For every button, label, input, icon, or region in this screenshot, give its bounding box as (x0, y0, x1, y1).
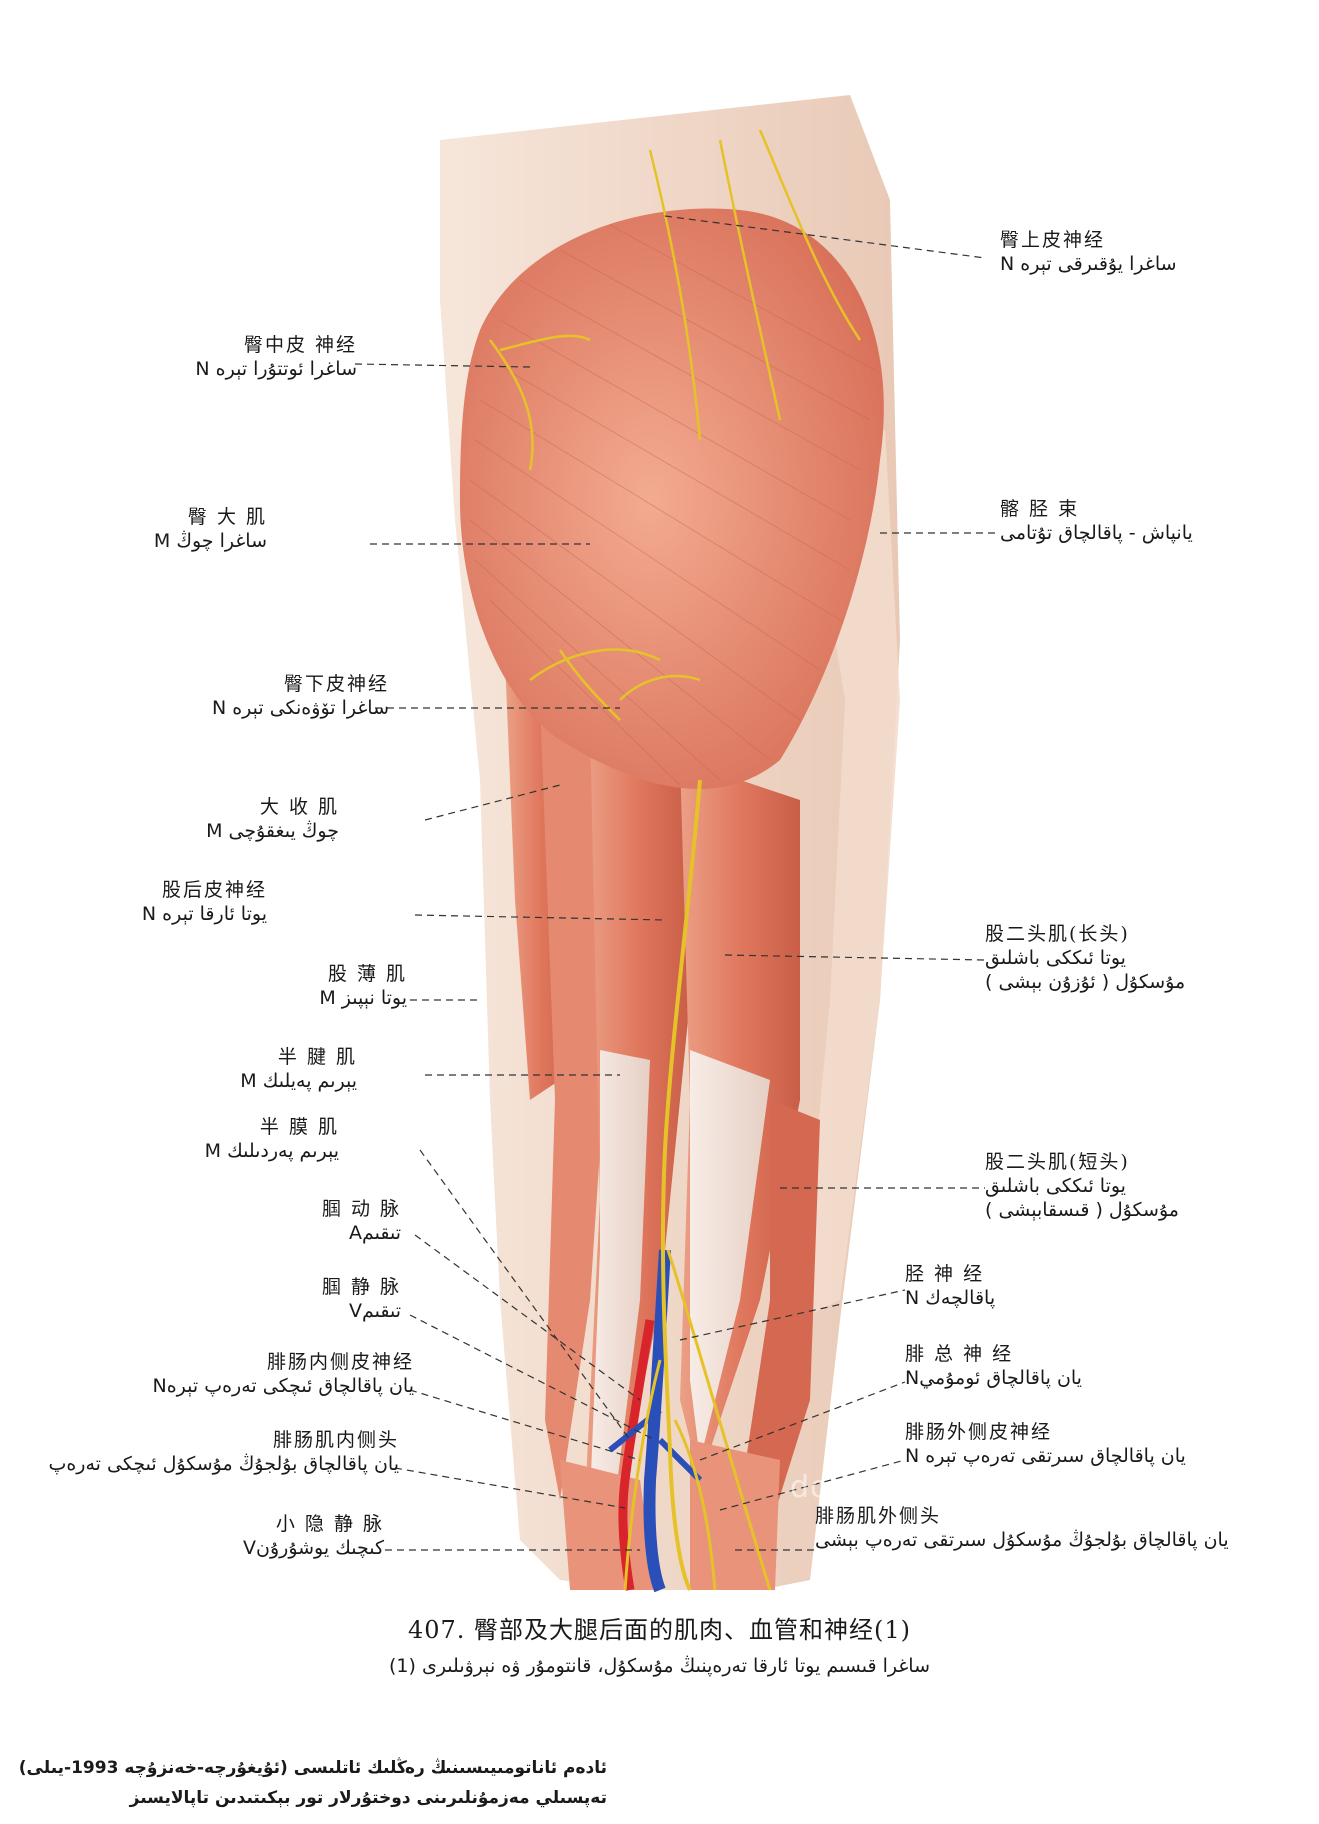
figure-title: 407. 臀部及大腿后面的肌肉、血管和神经(1) (407, 1616, 912, 1644)
label-gastrocnemius-medial-head: 腓肠肌内侧头 يان پاقالچاق بۇلجۇڭ مۇسكۇل ئىچكى … (48, 1429, 399, 1475)
figure-subtitle: ساغرا قىسىم يوتا ئارقا تەرەپنىڭ مۇسكۇل، … (388, 1655, 931, 1677)
label-biceps-femoris-short-head: 股二头肌(短头) يوتا ئىككى باشلىق مۇسكۇل ( قىسق… (985, 1151, 1179, 1221)
watermark: dohturlar.com (790, 1470, 1013, 1505)
popliteal-vein-shape (643, 1249, 671, 1593)
label-iliotibial-tract: 髂 胫 束 يانپاش - پاقالچاق تۇتامى (1000, 498, 1193, 544)
label-tibial-nerve: 胫 神 经 N پاقالچەك (905, 1263, 996, 1309)
label-posterior-femoral-cutaneous-nerve: 股后皮神经 يوتا ئارقا تېرە N (141, 879, 267, 925)
label-lateral-sural-cutaneous-nerve: 腓肠外侧皮神经 يان پاقالچاق سىرتقى تەرەپ تېرە N (905, 1421, 1186, 1467)
sciatic-nerve (660, 779, 702, 1591)
label-medial-sural-cutaneous-nerve: 腓肠内侧皮神经 يان پاقالچاق ئىچكى تەرەپ تېرەN (152, 1351, 414, 1397)
label-gracilis: 股 薄 肌 يوتا نېپىز M (319, 963, 407, 1009)
label-small-saphenous-vein: 小 隐 静 脉 كىچىك يوشۇرۇنV (243, 1513, 384, 1559)
label-gastrocnemius-lateral-head: 腓肠肌外侧头 يان پاقالچاق بۇلجۇڭ مۇسكۇل سىرتقى… (815, 1505, 1229, 1551)
label-middle-cluneal-nerves: 臀中皮 神经 ساغرا ئوتتۇرا تېرە N (195, 334, 357, 380)
label-popliteal-artery: 腘 动 脉 تىقىمA (321, 1198, 401, 1244)
credit-line-2: تەپسىلي مەزمۇنلىرىنى دوختۇرلار تور بېكىت… (129, 1788, 607, 1808)
iliotibial-tract (800, 420, 900, 1320)
gluteus-maximus-shape (460, 208, 884, 789)
label-biceps-femoris-long-head: 股二头肌(长头) يوتا ئىككى باشلىق مۇسكۇل ( ئۇزۇ… (985, 923, 1186, 993)
figure-caption: 407. 臀部及大腿后面的肌肉、血管和神经(1) ساغرا قىسىم يوت… (0, 1610, 1319, 1677)
label-superior-cluneal-nerves: 臀上皮神经 ساغرا يۇقىرقى تېرە N (1000, 229, 1177, 275)
biceps-tendon (690, 1050, 770, 1460)
label-semimembranosus: 半 膜 肌 يېرىم پەردىلىك M (204, 1116, 339, 1162)
label-semitendinosus: 半 腱 肌 يېرىم پەيلىك M (240, 1046, 357, 1092)
credit-line-1: ئادەم ئاناتومىيىسىنىڭ رەڭلىك ئاتلىسى (ئۇ… (18, 1758, 607, 1778)
label-inferior-cluneal-nerves: 臀下皮神经 ساغرا تۆۋەنكى تېرە N (211, 673, 389, 719)
label-popliteal-vein: 腘 静 脉 تىقىمV (321, 1276, 401, 1322)
gastrocnemius-lateral (690, 1440, 780, 1590)
label-common-peroneal-nerve: 腓 总 神 经 يان پاقالچاق ئومۇميN (905, 1343, 1082, 1389)
label-adductor-magnus: 大 收 肌 چوڭ يىغقۇچى M (206, 796, 339, 842)
label-gluteus-maximus: 臀 大 肌 ساغرا چوڭ M (153, 506, 267, 552)
